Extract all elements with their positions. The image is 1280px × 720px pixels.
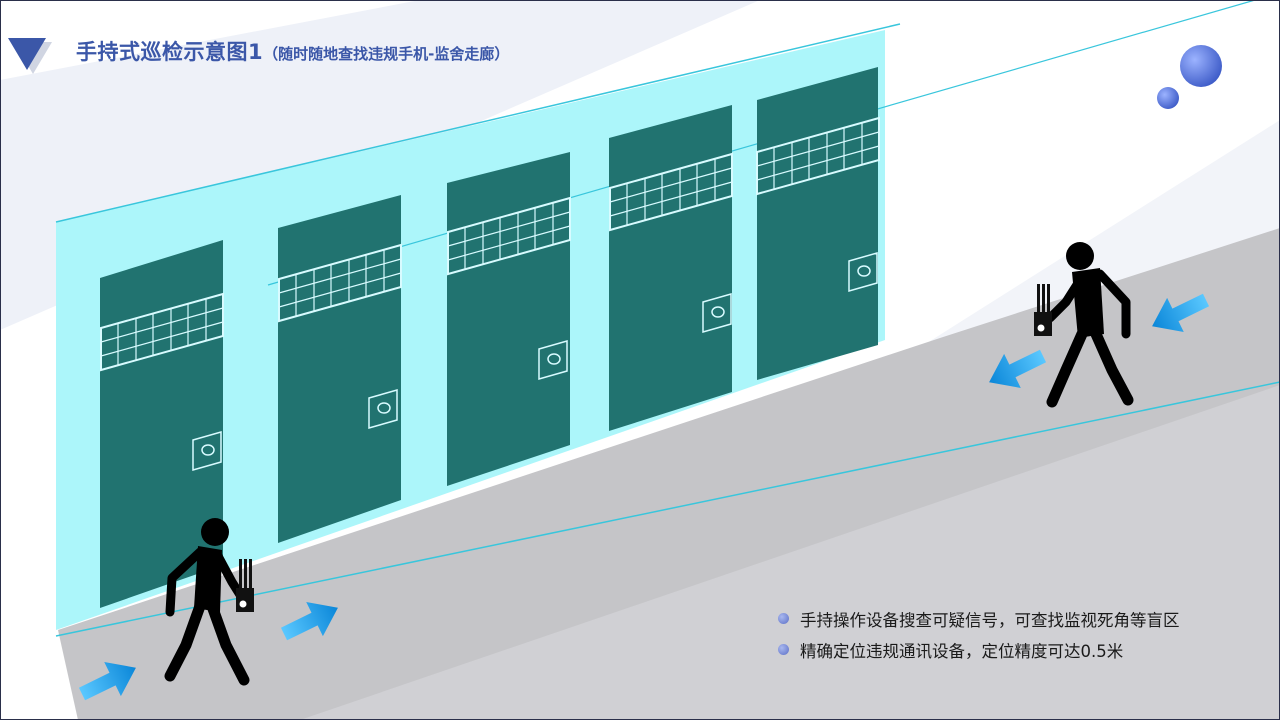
bullet-text: 手持操作设备搜查可疑信号，可查找监视死角等盲区 [800,610,1180,630]
decor-circle [1157,87,1179,109]
person-icon [1045,242,1134,408]
title-subtitle: （随时随地查找违规手机-监舍走廊） [263,45,510,63]
bullet-dot-icon [778,613,789,624]
floor-shade [300,385,1280,720]
handheld-detector-icon [1034,284,1052,336]
cell-door [609,105,733,431]
page-title: 手持式巡检示意图1（随时随地查找违规手机-监舍走廊） [76,36,509,66]
list-item: 手持操作设备搜查可疑信号，可查找监视死角等盲区 [778,603,1180,634]
decor-circle [1180,45,1222,87]
cell-door [447,152,571,486]
list-item: 精确定位违规通讯设备，定位精度可达0.5米 [778,634,1180,665]
chevron-down-icon [8,38,52,74]
bullet-text: 精确定位违规通讯设备，定位精度可达0.5米 [800,641,1124,661]
bullet-dot-icon [778,644,789,655]
person-icon [164,518,250,686]
cell-door [100,240,224,608]
cell-door [278,195,402,543]
cell-door [756,67,880,380]
title-main: 手持式巡检示意图1 [76,40,264,64]
bullet-list: 手持操作设备搜查可疑信号，可查找监视死角等盲区 精确定位违规通讯设备，定位精度可… [778,603,1180,665]
handheld-detector-icon [236,559,254,612]
